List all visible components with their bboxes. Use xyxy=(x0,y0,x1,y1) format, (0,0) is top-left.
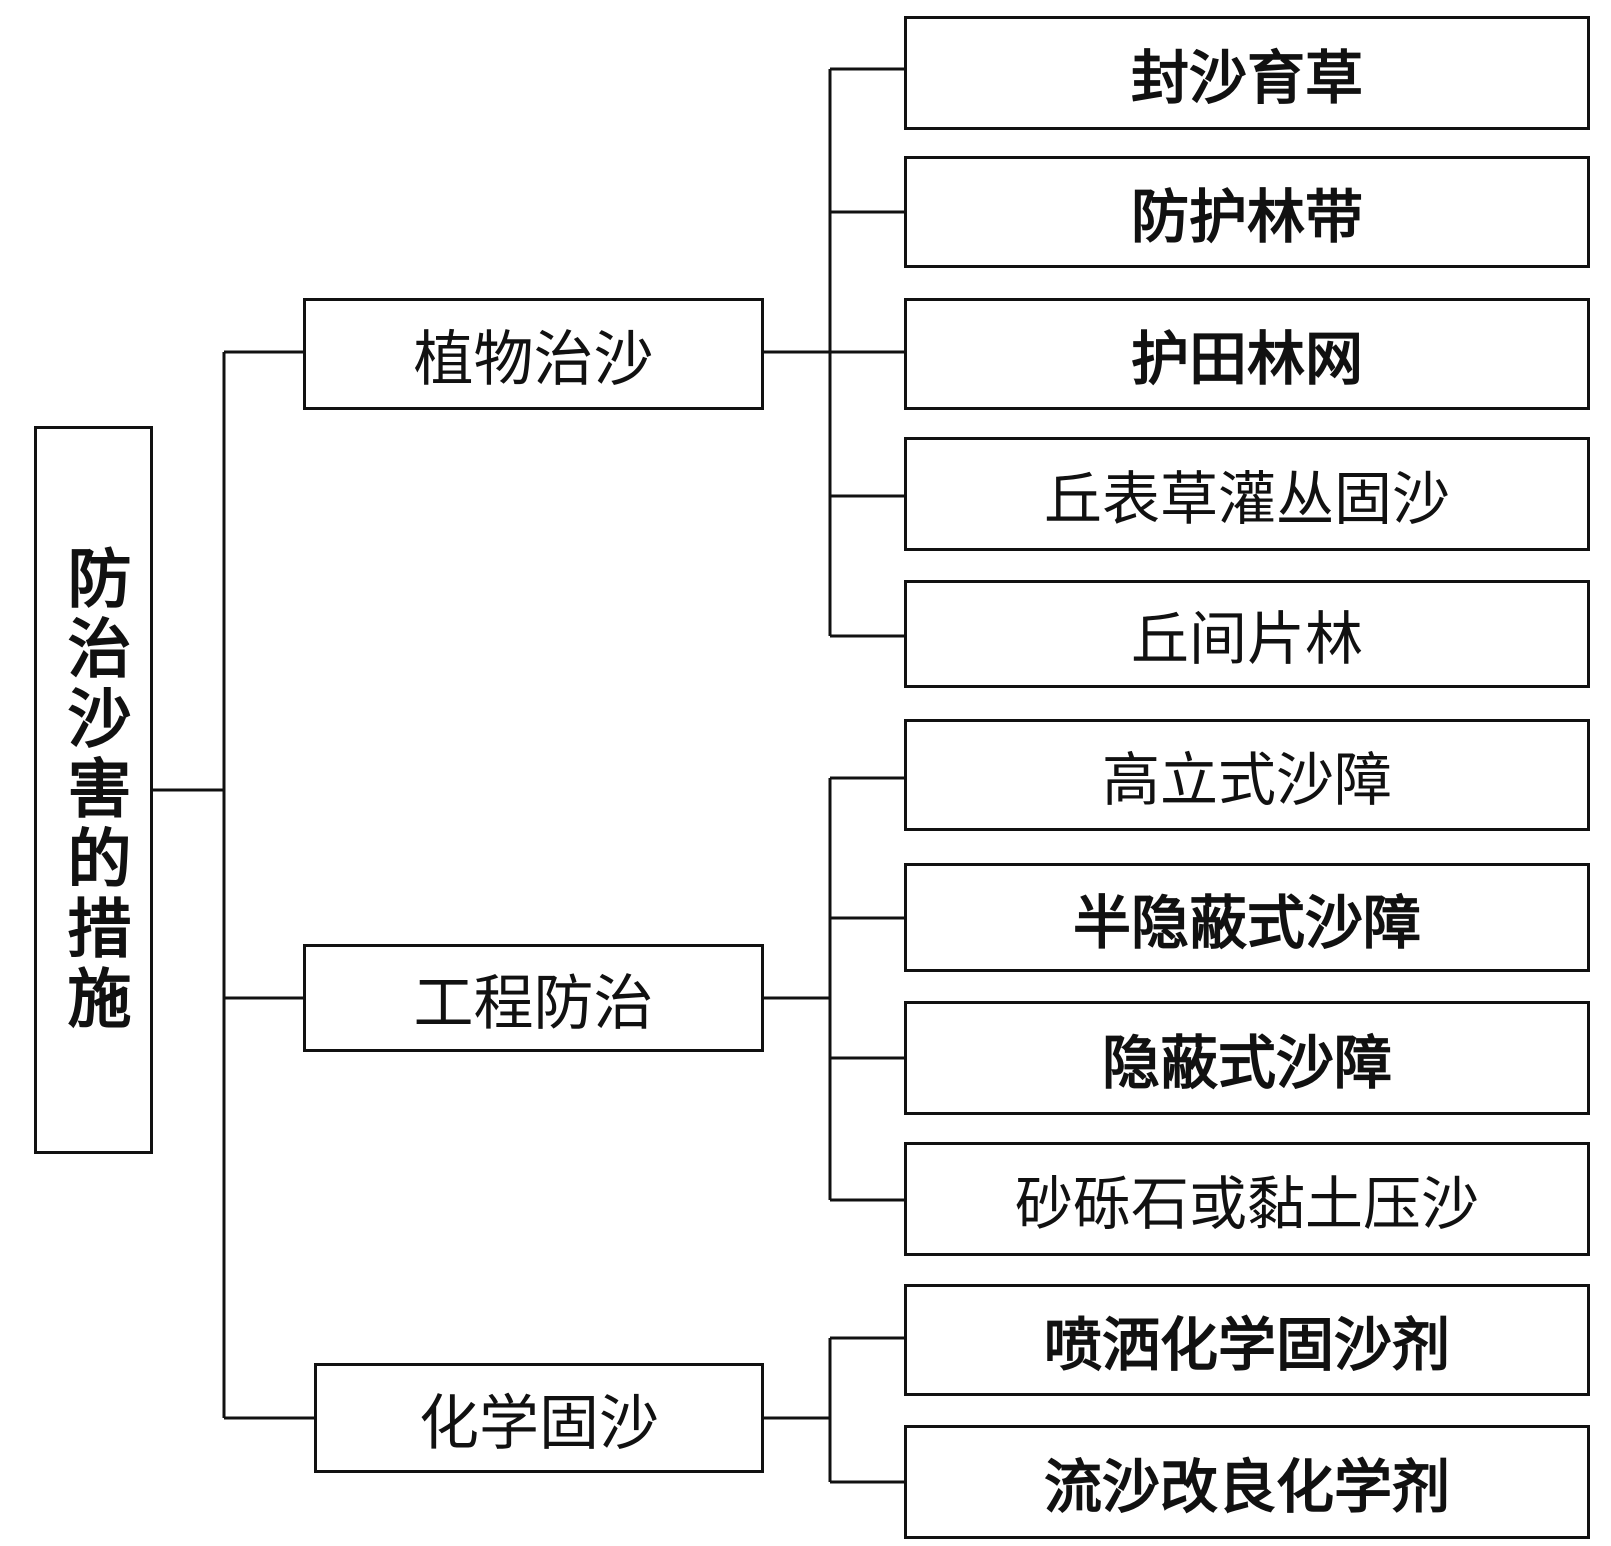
leaf-node: 封沙育草 xyxy=(904,16,1590,130)
leaf-node: 丘间片林 xyxy=(904,580,1590,688)
leaf-node: 高立式沙障 xyxy=(904,719,1590,831)
category-label: 工程防治 xyxy=(413,968,654,1039)
leaf-label: 高立式沙障 xyxy=(1101,746,1392,814)
leaf-label: 砂砾石或黏土压沙 xyxy=(1014,1170,1479,1238)
root-label: 防治沙害的措施 xyxy=(56,545,132,1035)
leaf-label: 丘表草灌丛固沙 xyxy=(1043,465,1450,533)
category-chemical-node: 化学固沙 xyxy=(314,1363,764,1473)
category-plant-node: 植物治沙 xyxy=(303,298,764,410)
leaf-label: 封沙育草 xyxy=(1130,44,1363,112)
leaf-label: 流沙改良化学剂 xyxy=(1043,1453,1450,1521)
leaf-label: 喷洒化学固沙剂 xyxy=(1043,1311,1450,1379)
leaf-node: 半隐蔽式沙障 xyxy=(904,863,1590,972)
root-node: 防治沙害的措施 xyxy=(34,426,153,1154)
leaf-label: 隐蔽式沙障 xyxy=(1101,1029,1392,1097)
leaf-node: 丘表草灌丛固沙 xyxy=(904,437,1590,551)
leaf-node: 护田林网 xyxy=(904,298,1590,410)
leaf-node: 喷洒化学固沙剂 xyxy=(904,1284,1590,1396)
category-label: 植物治沙 xyxy=(413,324,654,395)
category-label: 化学固沙 xyxy=(419,1388,659,1459)
category-engineering-node: 工程防治 xyxy=(303,944,764,1052)
leaf-label: 丘间片林 xyxy=(1130,605,1363,673)
leaf-node: 隐蔽式沙障 xyxy=(904,1001,1590,1115)
leaf-label: 护田林网 xyxy=(1130,325,1363,393)
leaf-label: 半隐蔽式沙障 xyxy=(1072,888,1421,957)
leaf-node: 防护林带 xyxy=(904,156,1590,268)
leaf-node: 流沙改良化学剂 xyxy=(904,1425,1590,1539)
leaf-label: 防护林带 xyxy=(1130,183,1363,251)
leaf-node: 砂砾石或黏土压沙 xyxy=(904,1142,1590,1256)
